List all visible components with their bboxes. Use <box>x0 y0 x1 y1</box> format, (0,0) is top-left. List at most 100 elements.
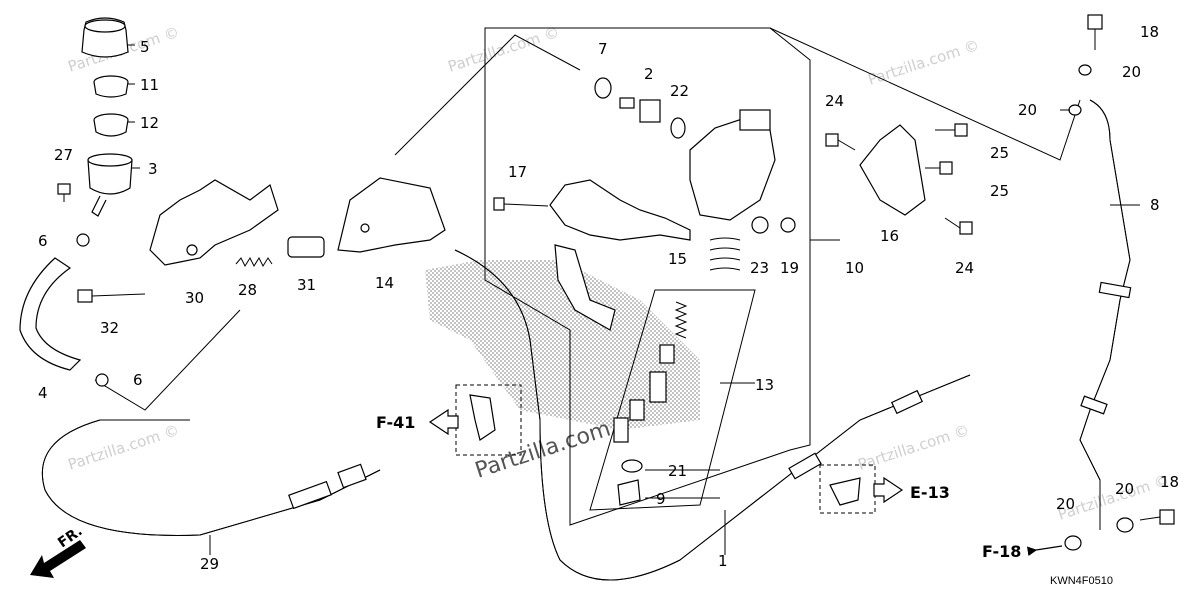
master-cylinder-bracket <box>859 124 926 216</box>
part-label: 28 <box>238 281 257 299</box>
part-label: 25 <box>990 182 1009 200</box>
bolt-24a <box>825 133 856 151</box>
part-label: 18 <box>1140 23 1159 41</box>
watermark-logo-shading <box>425 260 700 430</box>
ref-label-f18: F-18 <box>982 542 1021 561</box>
washer-23 <box>751 216 769 234</box>
collar-31 <box>287 236 325 258</box>
part-label: 27 <box>54 146 73 164</box>
pin-17 <box>493 197 549 211</box>
part-number-labels: 5 11 12 27 3 6 30 28 31 14 32 4 6 7 2 22… <box>38 23 1179 573</box>
sealing-washer-20b <box>1068 104 1082 116</box>
ref-label-f41: F-41 <box>376 413 415 432</box>
watermark-text: Partzilla.com © <box>66 421 182 474</box>
part-label: 21 <box>668 462 687 480</box>
piston-kit <box>613 301 688 506</box>
bolt-25b <box>925 161 953 175</box>
part-label: 32 <box>100 319 119 337</box>
hose-clip-6a <box>76 233 90 247</box>
sealing-washer-20c <box>1064 535 1082 551</box>
pivot-bolt-2 <box>619 97 661 123</box>
part-label: 24 <box>955 259 974 277</box>
banjo-bolt-18a <box>1087 14 1103 50</box>
reservoir-hose <box>19 257 82 371</box>
banjo-bolt-18b <box>1139 509 1175 525</box>
spring-15 <box>709 237 741 271</box>
leader-line <box>769 27 1081 161</box>
diaphragm-plate <box>93 75 129 98</box>
part-label: 11 <box>140 76 159 94</box>
spring-28 <box>235 256 273 268</box>
part-label: 4 <box>38 384 48 402</box>
part-label: 5 <box>140 38 150 56</box>
leader-line <box>394 34 581 156</box>
part-label: 19 <box>780 259 799 277</box>
part-label: 3 <box>148 160 158 178</box>
part-label: 16 <box>880 227 899 245</box>
o-ring-22 <box>670 117 686 139</box>
arrow-e13-icon <box>873 476 904 504</box>
nut-19 <box>780 217 796 233</box>
part-label: 20 <box>1018 101 1037 119</box>
watermark-text: Partzilla.com © <box>866 36 982 89</box>
watermark-text: Partzilla.com © <box>446 23 562 76</box>
clutch-cable <box>454 249 971 581</box>
part-label: 24 <box>825 92 844 110</box>
part-label: 8 <box>1150 196 1160 214</box>
watermarks: Partzilla.com © Partzilla.com © Partzill… <box>66 23 1172 524</box>
bolt-24b <box>944 217 973 235</box>
part-label: 25 <box>990 144 1009 162</box>
part-label: 15 <box>668 250 687 268</box>
reference-labels: F-41 E-13 F-18 FR. KWN4F0510 <box>55 413 1113 587</box>
part-label: 12 <box>140 114 159 132</box>
part-label: 10 <box>845 259 864 277</box>
diaphragm <box>93 113 129 137</box>
part-label: 2 <box>644 65 654 83</box>
part-label: 6 <box>38 232 48 250</box>
reservoir-cap <box>81 17 129 58</box>
sealing-washer-20a <box>1078 64 1092 76</box>
part-label: 6 <box>133 371 143 389</box>
screw-27 <box>57 183 71 202</box>
part-label: 17 <box>508 163 527 181</box>
part-label: 20 <box>1115 480 1134 498</box>
arrow-f41-icon <box>428 408 459 436</box>
sealing-washer-20d <box>1116 517 1134 533</box>
label-leaders <box>128 44 1140 555</box>
part-label: 18 <box>1160 473 1179 491</box>
bracket-pedal <box>554 244 616 331</box>
clutch-hose <box>1079 99 1132 530</box>
part-label: 29 <box>200 555 219 573</box>
part-label: 30 <box>185 289 204 307</box>
part-label: 23 <box>750 259 769 277</box>
lever <box>549 179 691 241</box>
front-arrow-icon <box>30 540 86 578</box>
part-label: 13 <box>755 376 774 394</box>
hose-clip-6b <box>95 373 109 387</box>
watermark-text: Partzilla.com © <box>856 421 972 474</box>
throttle-cable <box>41 419 381 536</box>
arrow-f18-icon <box>1026 545 1063 557</box>
ref-label-e13: E-13 <box>910 483 950 502</box>
reservoir-body <box>87 153 133 217</box>
part-label: 14 <box>375 274 394 292</box>
part-label: 9 <box>656 490 666 508</box>
part-label: 1 <box>718 552 728 570</box>
part-label: 31 <box>297 276 316 294</box>
master-cylinder <box>689 109 776 221</box>
part-label: 22 <box>670 82 689 100</box>
bolt-32 <box>77 289 146 303</box>
reservoir-bracket <box>149 179 279 266</box>
part-label: 7 <box>598 40 608 58</box>
part-label: 20 <box>1122 63 1141 81</box>
circlip-7 <box>594 77 612 99</box>
part-label: 20 <box>1056 495 1075 513</box>
leader-line <box>94 309 241 411</box>
cover <box>337 177 446 253</box>
piston-kit-box <box>589 289 756 511</box>
bolt-25a <box>935 123 968 137</box>
ref-box-e13 <box>819 464 876 514</box>
drawing-code: KWN4F0510 <box>1050 575 1113 587</box>
